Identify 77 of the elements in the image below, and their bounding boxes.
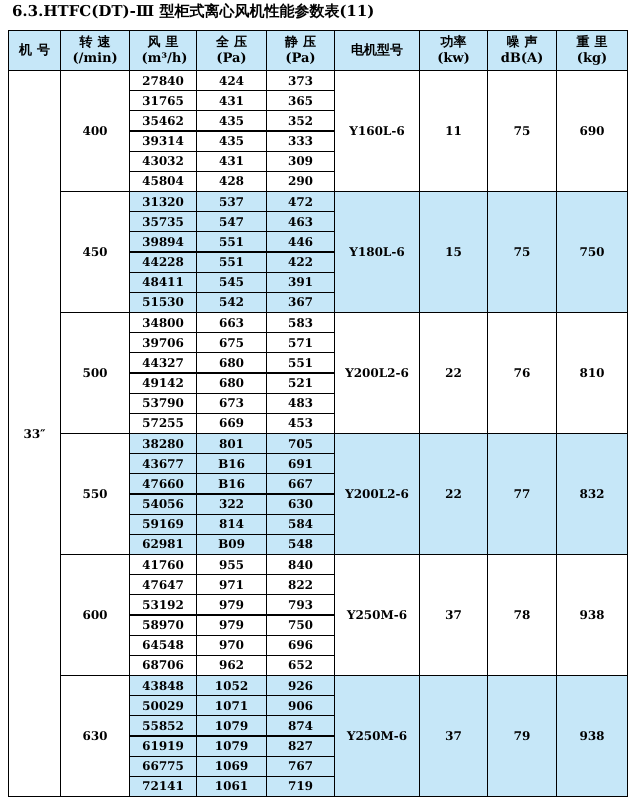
table-cell: 1069 [196, 756, 267, 777]
table-cell: 463 [266, 211, 335, 232]
table-cell: B09 [196, 534, 267, 555]
header-cell: 电机型号 [334, 30, 420, 71]
table-cell: 391 [266, 272, 335, 293]
table-cell: 51530 [129, 292, 197, 313]
table-cell: 1079 [196, 736, 267, 757]
header-cell: 重 里 (kg) [556, 30, 628, 71]
table-cell: 15 [419, 191, 488, 313]
table-cell: 1052 [196, 675, 267, 696]
table-cell: 691 [266, 453, 335, 474]
header-cell: 噪 声 dB(A) [487, 30, 557, 71]
table-cell: 55852 [129, 715, 197, 736]
table-cell: 48411 [129, 272, 197, 293]
table-cell: 77 [487, 433, 557, 555]
table-cell: 33″ [8, 70, 61, 797]
table-cell: 545 [196, 272, 267, 293]
table-cell: 542 [196, 292, 267, 313]
table-cell: 62981 [129, 534, 197, 555]
table-cell: 47660 [129, 473, 197, 494]
table-cell: 54056 [129, 494, 197, 515]
table-cell: 630 [266, 494, 335, 515]
header-cell: 转 速 (/min) [60, 30, 130, 71]
header-cell: 风 里 (m³/h) [129, 30, 197, 71]
table-cell: 584 [266, 514, 335, 535]
table-cell: 79 [487, 675, 557, 797]
table-cell: 43848 [129, 675, 197, 696]
table-cell: 1071 [196, 695, 267, 716]
table-cell: 926 [266, 675, 335, 696]
table-cell: 814 [196, 514, 267, 535]
table-cell: 827 [266, 736, 335, 757]
table-cell: 1061 [196, 776, 267, 797]
table-cell: 322 [196, 494, 267, 515]
table-cell: 367 [266, 292, 335, 313]
table-cell: 705 [266, 433, 335, 454]
header-cell: 机 号 [8, 30, 61, 71]
table-cell: 72141 [129, 776, 197, 797]
table-cell: 39894 [129, 231, 197, 252]
table-cell: 537 [196, 191, 267, 212]
table-cell: 767 [266, 756, 335, 777]
header-cell: 全 压 (Pa) [196, 30, 267, 71]
table-cell: 938 [556, 675, 628, 797]
table-cell: 75 [487, 191, 557, 313]
header-cell: 静 压 (Pa) [266, 30, 335, 71]
table-cell: Y200L2-6 [334, 433, 420, 555]
table-cell: 66775 [129, 756, 197, 777]
table-cell: B16 [196, 453, 267, 474]
table-cell: 61919 [129, 736, 197, 757]
table-cell: 750 [556, 191, 628, 313]
header-cell: 功率 (kw) [419, 30, 488, 71]
table-cell: 667 [266, 473, 335, 494]
table-cell: 37 [419, 675, 488, 797]
table-cell: 43677 [129, 453, 197, 474]
table-cell: Y180L-6 [334, 191, 420, 313]
table-cell: 446 [266, 231, 335, 252]
table-cell: 801 [196, 433, 267, 454]
table-cell: B16 [196, 473, 267, 494]
table-cell: 59169 [129, 514, 197, 535]
table-cell: 874 [266, 715, 335, 736]
table-cell: 31320 [129, 191, 197, 212]
table-cell: 906 [266, 695, 335, 716]
table-cell: 44228 [129, 252, 197, 273]
table-cell: 719 [266, 776, 335, 797]
table-cell: 22 [419, 433, 488, 555]
table-cell: Y250M-6 [334, 675, 420, 797]
table-cell: 832 [556, 433, 628, 555]
table-cell: 1079 [196, 715, 267, 736]
table-cell: 50029 [129, 695, 197, 716]
table-cell: 472 [266, 191, 335, 212]
table-cell: 551 [196, 252, 267, 273]
table-cell: 35735 [129, 211, 197, 232]
table-cell: 422 [266, 252, 335, 273]
table-cell: 38280 [129, 433, 197, 454]
table-cell: 548 [266, 534, 335, 555]
table-title: 6.3.HTFC(DT)-Ⅲ 型柜式离心风机性能参数表(11) [12, 2, 374, 21]
table-cell: 547 [196, 211, 267, 232]
table-cell: 551 [196, 231, 267, 252]
